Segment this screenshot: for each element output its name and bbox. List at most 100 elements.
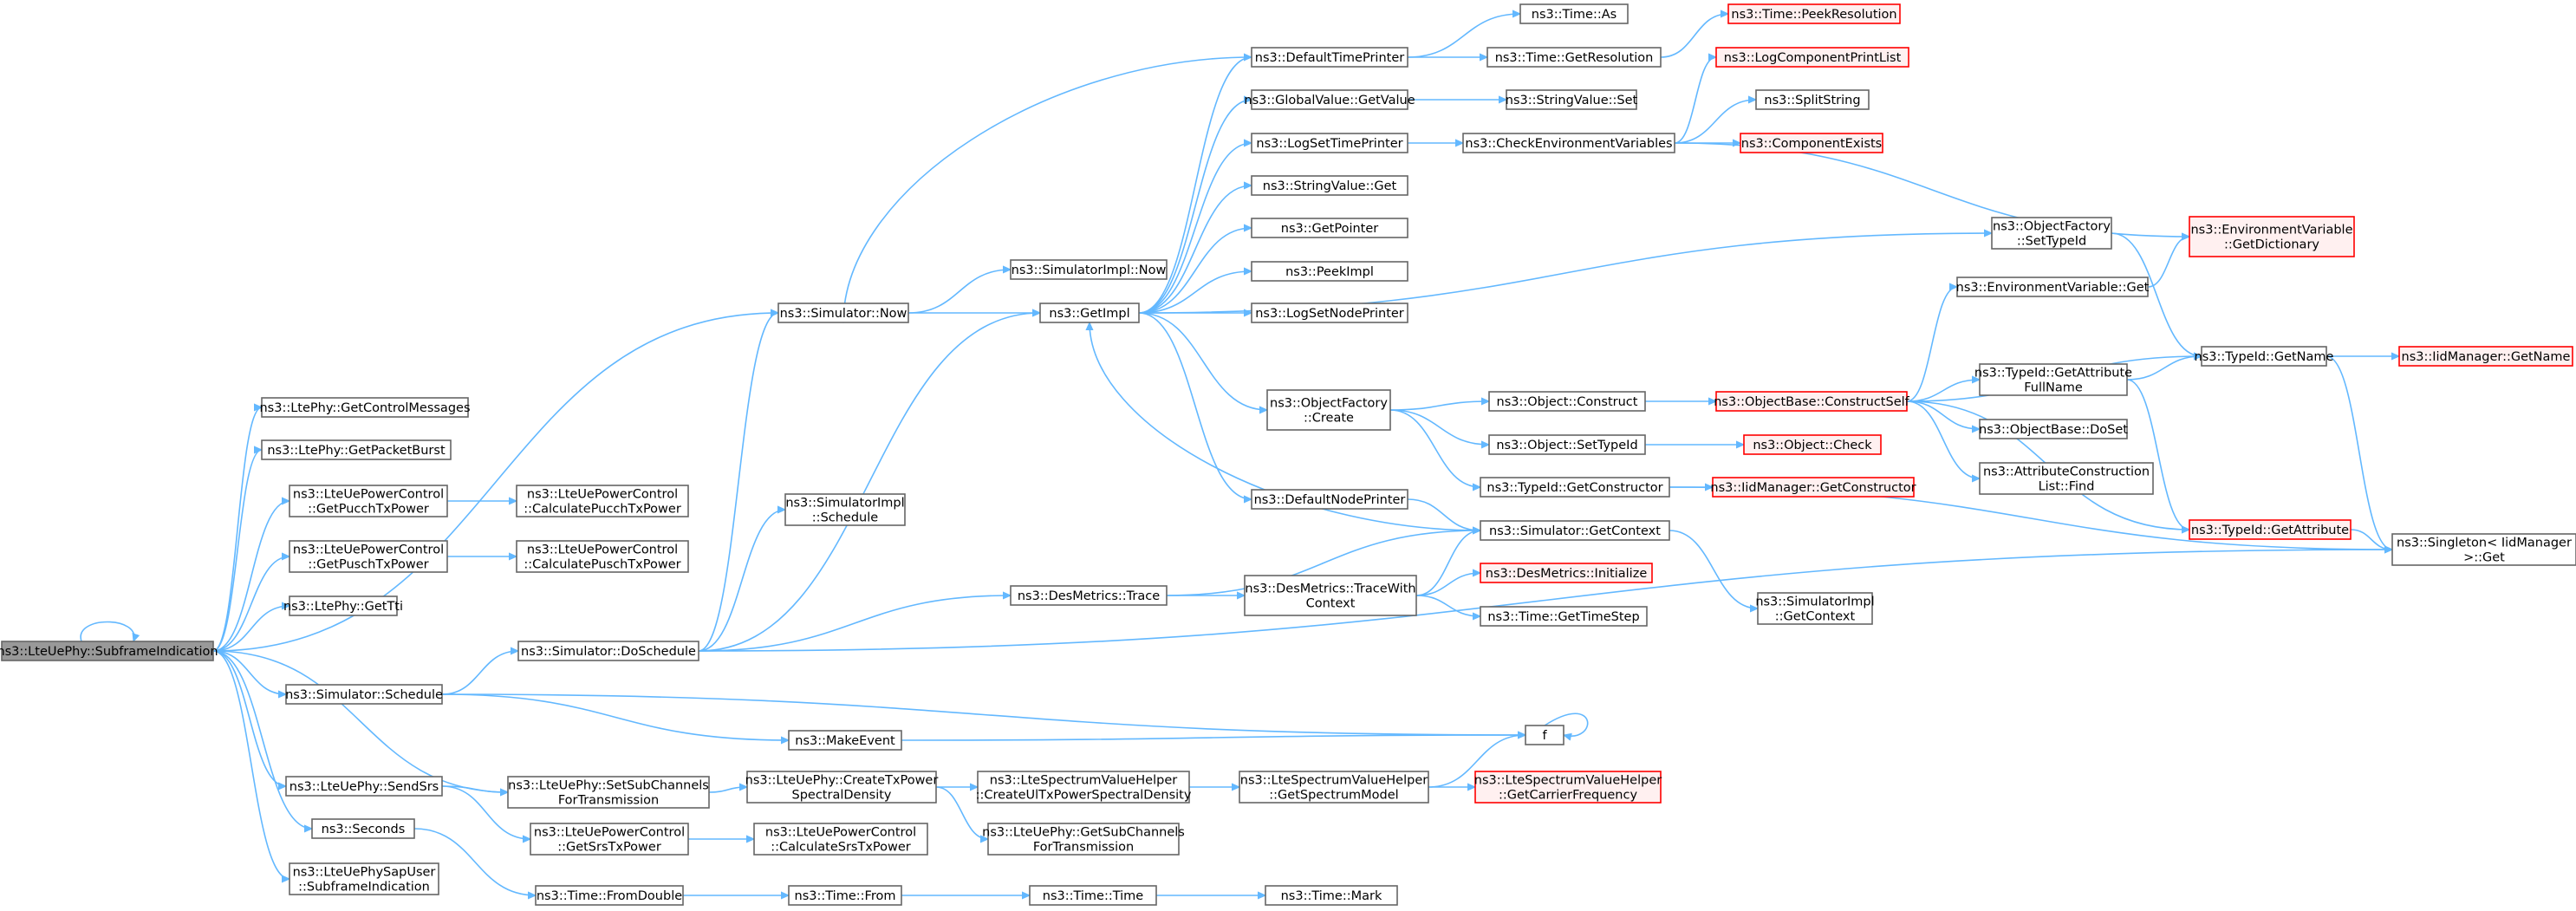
node-compexists[interactable]: ns3::ComponentExists: [1740, 133, 1883, 153]
node-box[interactable]: [1740, 133, 1883, 153]
node-calcpusch[interactable]: ns3::LteUePowerControl::CalculatePuschTx…: [516, 540, 689, 573]
node-box[interactable]: [1979, 419, 2128, 439]
node-sendsrs[interactable]: ns3::LteUePhy::SendSrs: [285, 776, 443, 797]
node-box[interactable]: [1265, 885, 1398, 906]
node-box[interactable]: [1727, 3, 1901, 24]
node-box[interactable]: [1488, 391, 1646, 412]
node-typegetattr[interactable]: ns3::TypeId::GetAttribute: [2189, 519, 2352, 540]
node-iidgetctor[interactable]: ns3::IidManager::GetConstructor: [1710, 477, 1916, 498]
node-setsub[interactable]: ns3::LteUePhy::SetSubChannelsForTransmis…: [507, 776, 710, 809]
node-box[interactable]: [788, 730, 902, 751]
node-peekimpl[interactable]: ns3::PeekImpl: [1251, 261, 1408, 282]
node-implsched[interactable]: ns3::SimulatorImpl::Schedule: [784, 493, 906, 526]
node-root[interactable]: ns3::LteUePhy::SubframeIndication: [0, 641, 218, 661]
node-box[interactable]: [1251, 89, 1408, 110]
node-getres[interactable]: ns3::Time::GetResolution: [1486, 47, 1662, 68]
node-typegetctor[interactable]: ns3::TypeId::GetConstructor: [1480, 477, 1670, 498]
node-f[interactable]: f: [1525, 725, 1564, 745]
node-box[interactable]: [1244, 575, 1417, 616]
node-now[interactable]: ns3::Simulator::Now: [777, 303, 909, 323]
node-box[interactable]: [1251, 489, 1408, 510]
node-getptr[interactable]: ns3::GetPointer: [1251, 218, 1408, 238]
node-box[interactable]: [289, 540, 448, 573]
node-box[interactable]: [1251, 47, 1408, 68]
node-box[interactable]: [261, 397, 469, 418]
node-seconds[interactable]: ns3::Seconds: [311, 818, 415, 839]
node-iidgetname[interactable]: ns3::IidManager::GetName: [2398, 346, 2573, 367]
node-envget[interactable]: ns3::EnvironmentVariable::Get: [1956, 277, 2150, 297]
node-box[interactable]: [1712, 477, 1915, 498]
node-box[interactable]: [1462, 133, 1675, 153]
node-envdict[interactable]: ns3::EnvironmentVariable::GetDictionary: [2189, 216, 2355, 257]
node-gvget[interactable]: ns3::GlobalValue::GetValue: [1244, 89, 1415, 110]
node-getsub[interactable]: ns3::LteUePhy::GetSubChannelsForTransmis…: [982, 823, 1185, 856]
node-box[interactable]: [1480, 520, 1670, 541]
node-box[interactable]: [1474, 771, 1662, 804]
node-box[interactable]: [1715, 391, 1908, 412]
node-box[interactable]: [1519, 3, 1629, 24]
node-getspecmodel[interactable]: ns3::LteSpectrumValueHelper::GetSpectrum…: [1239, 771, 1429, 804]
node-trace[interactable]: ns3::DesMetrics::Trace: [1010, 585, 1168, 606]
node-singleton[interactable]: ns3::Singleton< IidManager >::Get: [2391, 533, 2576, 566]
node-obdoconstruct[interactable]: ns3::ObjectBase::DoSet: [1979, 419, 2128, 439]
node-box[interactable]: [1251, 303, 1408, 323]
node-logtp[interactable]: ns3::LogSetTimePrinter: [1251, 133, 1408, 153]
node-box[interactable]: [1480, 606, 1648, 627]
node-logcomp[interactable]: ns3::LogComponentPrintList: [1715, 47, 1909, 68]
node-box[interactable]: [516, 485, 689, 517]
node-box[interactable]: [753, 823, 928, 856]
node-getpb[interactable]: ns3::LtePhy::GetPacketBurst: [261, 439, 452, 460]
node-getimpl[interactable]: ns3::GetImpl: [1039, 303, 1140, 323]
node-from[interactable]: ns3::Time::From: [788, 885, 902, 906]
node-lognode[interactable]: ns3::LogSetNodePrinter: [1251, 303, 1408, 323]
node-box[interactable]: [1251, 218, 1408, 238]
node-box[interactable]: [1743, 434, 1882, 455]
node-box[interactable]: [1029, 885, 1157, 906]
node-ulpsd[interactable]: ns3::LteSpectrumValueHelper::CreateUlTxP…: [976, 771, 1192, 804]
node-box[interactable]: [311, 818, 415, 839]
node-pusch[interactable]: ns3::LteUePowerControl::GetPuschTxPower: [289, 540, 448, 573]
node-checkenv[interactable]: ns3::CheckEnvironmentVariables: [1462, 133, 1675, 153]
node-box[interactable]: [1480, 563, 1653, 583]
node-createtx[interactable]: ns3::LteUePhy::CreateTxPowerSpectralDens…: [745, 771, 939, 804]
node-getsrs[interactable]: ns3::LteUePowerControl::GetSrsTxPower: [530, 823, 689, 856]
node-dminit[interactable]: ns3::DesMetrics::Initialize: [1480, 563, 1653, 583]
node-box[interactable]: [535, 885, 684, 906]
node-sapuser[interactable]: ns3::LteUePhySapUser::SubframeIndication: [289, 862, 439, 895]
node-getctrl[interactable]: ns3::LtePhy::GetControlMessages: [259, 397, 471, 418]
node-box[interactable]: [1010, 259, 1168, 280]
node-box[interactable]: [1486, 47, 1662, 68]
node-box[interactable]: [1488, 434, 1646, 455]
node-ofcreate[interactable]: ns3::ObjectFactory::Create: [1266, 389, 1391, 431]
node-box[interactable]: [977, 771, 1190, 804]
node-simgetctx[interactable]: ns3::Simulator::GetContext: [1480, 520, 1670, 541]
node-fromdouble[interactable]: ns3::Time::FromDouble: [535, 885, 684, 906]
node-gettimestep[interactable]: ns3::Time::GetTimeStep: [1480, 606, 1648, 627]
node-box[interactable]: [516, 540, 689, 573]
node-dosched[interactable]: ns3::Simulator::DoSchedule: [517, 641, 699, 661]
node-svset[interactable]: ns3::StringValue::Set: [1506, 89, 1638, 110]
node-box[interactable]: [1239, 771, 1429, 804]
node-box[interactable]: [2398, 346, 2573, 367]
node-implgetctx[interactable]: ns3::SimulatorImpl::GetContext: [1755, 592, 1875, 625]
node-gettti[interactable]: ns3::LtePhy::GetTti: [283, 595, 403, 616]
node-box[interactable]: [1991, 217, 2112, 250]
node-box[interactable]: [2189, 519, 2352, 540]
node-box[interactable]: [1715, 47, 1909, 68]
node-box[interactable]: [2391, 533, 2576, 566]
node-objsettype[interactable]: ns3::Object::SetTypeId: [1488, 434, 1646, 455]
node-box[interactable]: [517, 641, 699, 661]
node-box[interactable]: [1039, 303, 1140, 323]
node-timeas[interactable]: ns3::Time::As: [1519, 3, 1629, 24]
node-box[interactable]: [507, 776, 710, 809]
node-calcsrs[interactable]: ns3::LteUePowerControl::CalculateSrsTxPo…: [753, 823, 928, 856]
node-box[interactable]: [289, 485, 448, 517]
node-obconstructself[interactable]: ns3::ObjectBase::ConstructSelf: [1714, 391, 1910, 412]
node-box[interactable]: [2201, 346, 2327, 367]
node-box[interactable]: [261, 439, 452, 460]
node-box[interactable]: [788, 885, 902, 906]
node-box[interactable]: [1010, 585, 1168, 606]
node-box[interactable]: [1525, 725, 1564, 745]
node-box[interactable]: [1480, 477, 1670, 498]
